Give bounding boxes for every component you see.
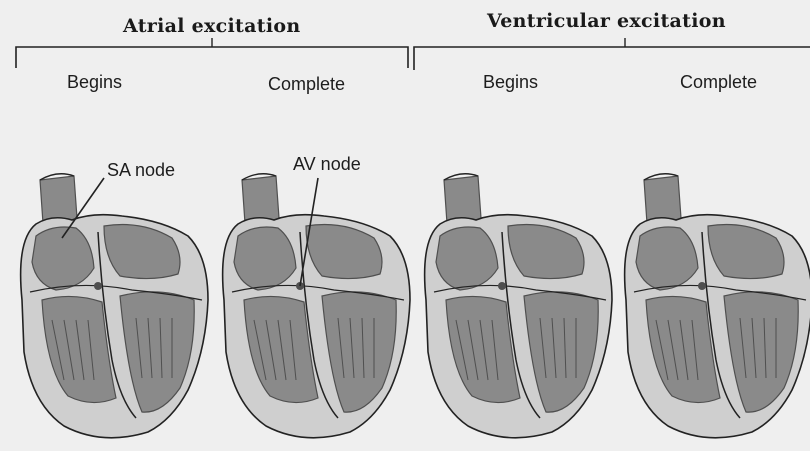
heart-stage-4-icon [625, 174, 810, 438]
heart-stage-1-icon [21, 174, 208, 438]
phase-label-ventricular-begins: Begins [483, 72, 538, 93]
av-node-label: AV node [291, 154, 363, 175]
phase-label-atrial-complete: Complete [268, 74, 345, 95]
ventricular-bracket [414, 47, 810, 70]
sa-node-label: SA node [105, 160, 177, 181]
phase-label-atrial-begins: Begins [67, 72, 122, 93]
atrial-bracket [16, 47, 408, 68]
ventricular-excitation-title: Ventricular excitation [487, 10, 726, 32]
phase-label-ventricular-complete: Complete [680, 72, 757, 93]
heart-stage-3-icon [425, 174, 612, 438]
atrial-excitation-title: Atrial excitation [123, 15, 300, 37]
heart-stage-2-icon [223, 174, 410, 438]
